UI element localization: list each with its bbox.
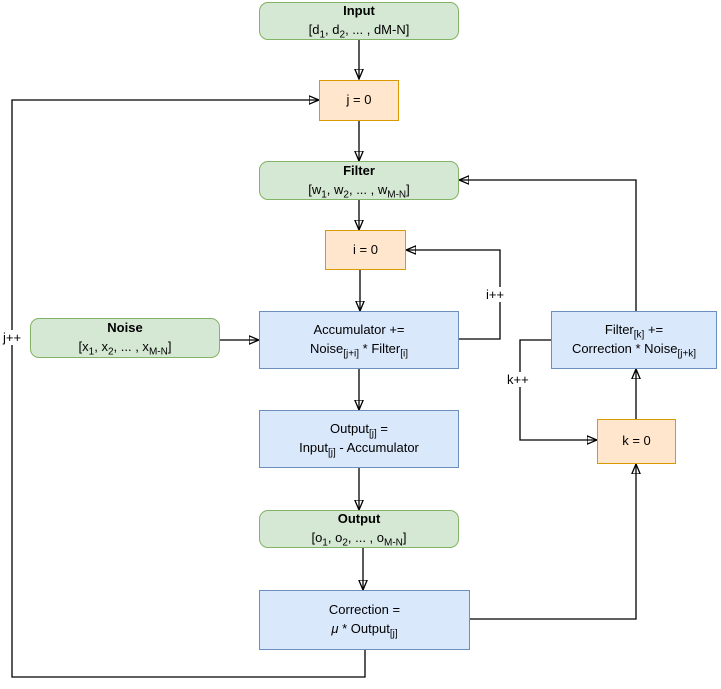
text-subscript: [j+i]: [343, 348, 360, 360]
node-i0-label: i = 0: [353, 241, 378, 257]
text-subscript: 2: [107, 346, 114, 358]
text-subscript: 2: [342, 537, 348, 549]
node-filterk-line2: Correction * Noise[j+k]: [572, 340, 696, 359]
arrow-k-increment-loop: [519, 339, 597, 440]
text-subscript: M-N: [387, 189, 407, 201]
text-subscript: 1: [322, 537, 328, 549]
text-segment: , o: [327, 530, 343, 545]
text-segment: Input: [299, 440, 329, 455]
node-noise: Noise [x1, x2, ... , xM-N]: [30, 318, 220, 358]
text-segment: , ... , x: [113, 339, 149, 354]
node-i0: i = 0: [325, 230, 406, 270]
node-output-title: Output: [337, 511, 381, 527]
arrow-j-increment-loop: [11, 100, 366, 678]
text-segment: ]: [167, 339, 172, 354]
text-segment: * Output: [338, 621, 390, 636]
node-correction-line1: Correction =: [328, 602, 401, 618]
text-subscript: 1: [88, 346, 95, 358]
node-outputj: Output[j] = Input[j] - Accumulator: [259, 410, 459, 468]
text-segment: [o: [311, 530, 323, 545]
text-segment: , ... , dM-N]: [345, 22, 410, 37]
node-correction: Correction = μ * Output[j]: [259, 590, 470, 650]
node-filter-values: [w1, w2, ... , wM-N]: [308, 181, 410, 200]
text-segment: [w: [308, 181, 322, 197]
node-output: Output [o1, o2, ... , oM-N]: [259, 510, 459, 548]
text-segment: Correction * Noise: [571, 341, 678, 356]
text-subscript: M-N: [148, 346, 168, 358]
arrow-correction-to-k0: [470, 464, 636, 620]
node-outputj-line1: Output[j] =: [330, 420, 388, 439]
text-segment: [d: [308, 22, 320, 37]
text-segment: * Filter: [359, 341, 401, 356]
text-subscript: [j+k]: [677, 348, 697, 360]
text-subscript: [j]: [389, 628, 398, 640]
text-segment: [x: [78, 339, 89, 354]
node-input-title: Input: [343, 3, 375, 19]
loop-label-k-increment: k++: [505, 372, 531, 387]
node-j0-label: j = 0: [346, 92, 372, 108]
text-subscript: M-N: [384, 537, 403, 549]
text-segment: =: [376, 421, 389, 437]
text-segment: Output: [329, 421, 370, 437]
arrow-filterk-to-filter: [459, 180, 637, 311]
node-input: Input [d1, d2, ... , dM-N]: [259, 2, 459, 40]
node-filter: Filter [w1, w2, ... , wM-N]: [259, 161, 459, 200]
node-input-values: [d1, d2, ... , dM-N]: [309, 21, 410, 40]
text-segment: Filter: [604, 322, 634, 338]
node-filterk: Filter[k] += Correction * Noise[j+k]: [551, 311, 717, 369]
text-subscript: [j]: [328, 447, 336, 459]
node-outputj-line2: Input[j] - Accumulator: [299, 439, 419, 458]
node-k0: k = 0: [597, 419, 676, 464]
node-filterk-line1: Filter[k] +=: [605, 321, 663, 340]
node-k0-label: k = 0: [622, 433, 651, 449]
node-accumulator: Accumulator += Noise[j+i] * Filter[i]: [259, 311, 459, 369]
node-accumulator-line2: Noise[j+i] * Filter[i]: [310, 340, 408, 359]
text-segment: ]: [406, 181, 410, 197]
text-segment: , ... , w: [348, 181, 388, 197]
node-j0: j = 0: [319, 80, 399, 121]
loop-label-i-increment: i++: [484, 287, 507, 302]
loop-label-j-increment: j++: [1, 330, 24, 345]
text-subscript: 1: [319, 29, 326, 41]
text-segment: ]: [402, 530, 407, 545]
text-subscript: [k]: [633, 329, 645, 341]
text-segment: , ... , o: [347, 530, 385, 545]
text-segment: , d: [325, 22, 340, 37]
node-noise-values: [x1, x2, ... , xM-N]: [79, 338, 172, 357]
text-subscript: [i]: [400, 348, 409, 360]
mu-symbol: μ: [331, 621, 339, 636]
node-filter-title: Filter: [343, 162, 375, 178]
text-subscript: [j]: [369, 428, 377, 440]
text-subscript: 2: [343, 189, 349, 201]
node-noise-title: Noise: [107, 320, 143, 336]
node-correction-line2: μ * Output[j]: [331, 620, 397, 639]
text-segment: +=: [644, 322, 664, 338]
node-accumulator-line1: Accumulator +=: [313, 322, 405, 338]
text-subscript: 2: [339, 29, 346, 41]
text-segment: - Accumulator: [335, 440, 419, 455]
text-segment: Noise: [309, 341, 344, 356]
text-subscript: 1: [321, 189, 327, 201]
node-output-values: [o1, o2, ... , oM-N]: [311, 529, 406, 548]
text-segment: , x: [94, 339, 108, 354]
text-segment: , w: [326, 181, 344, 197]
